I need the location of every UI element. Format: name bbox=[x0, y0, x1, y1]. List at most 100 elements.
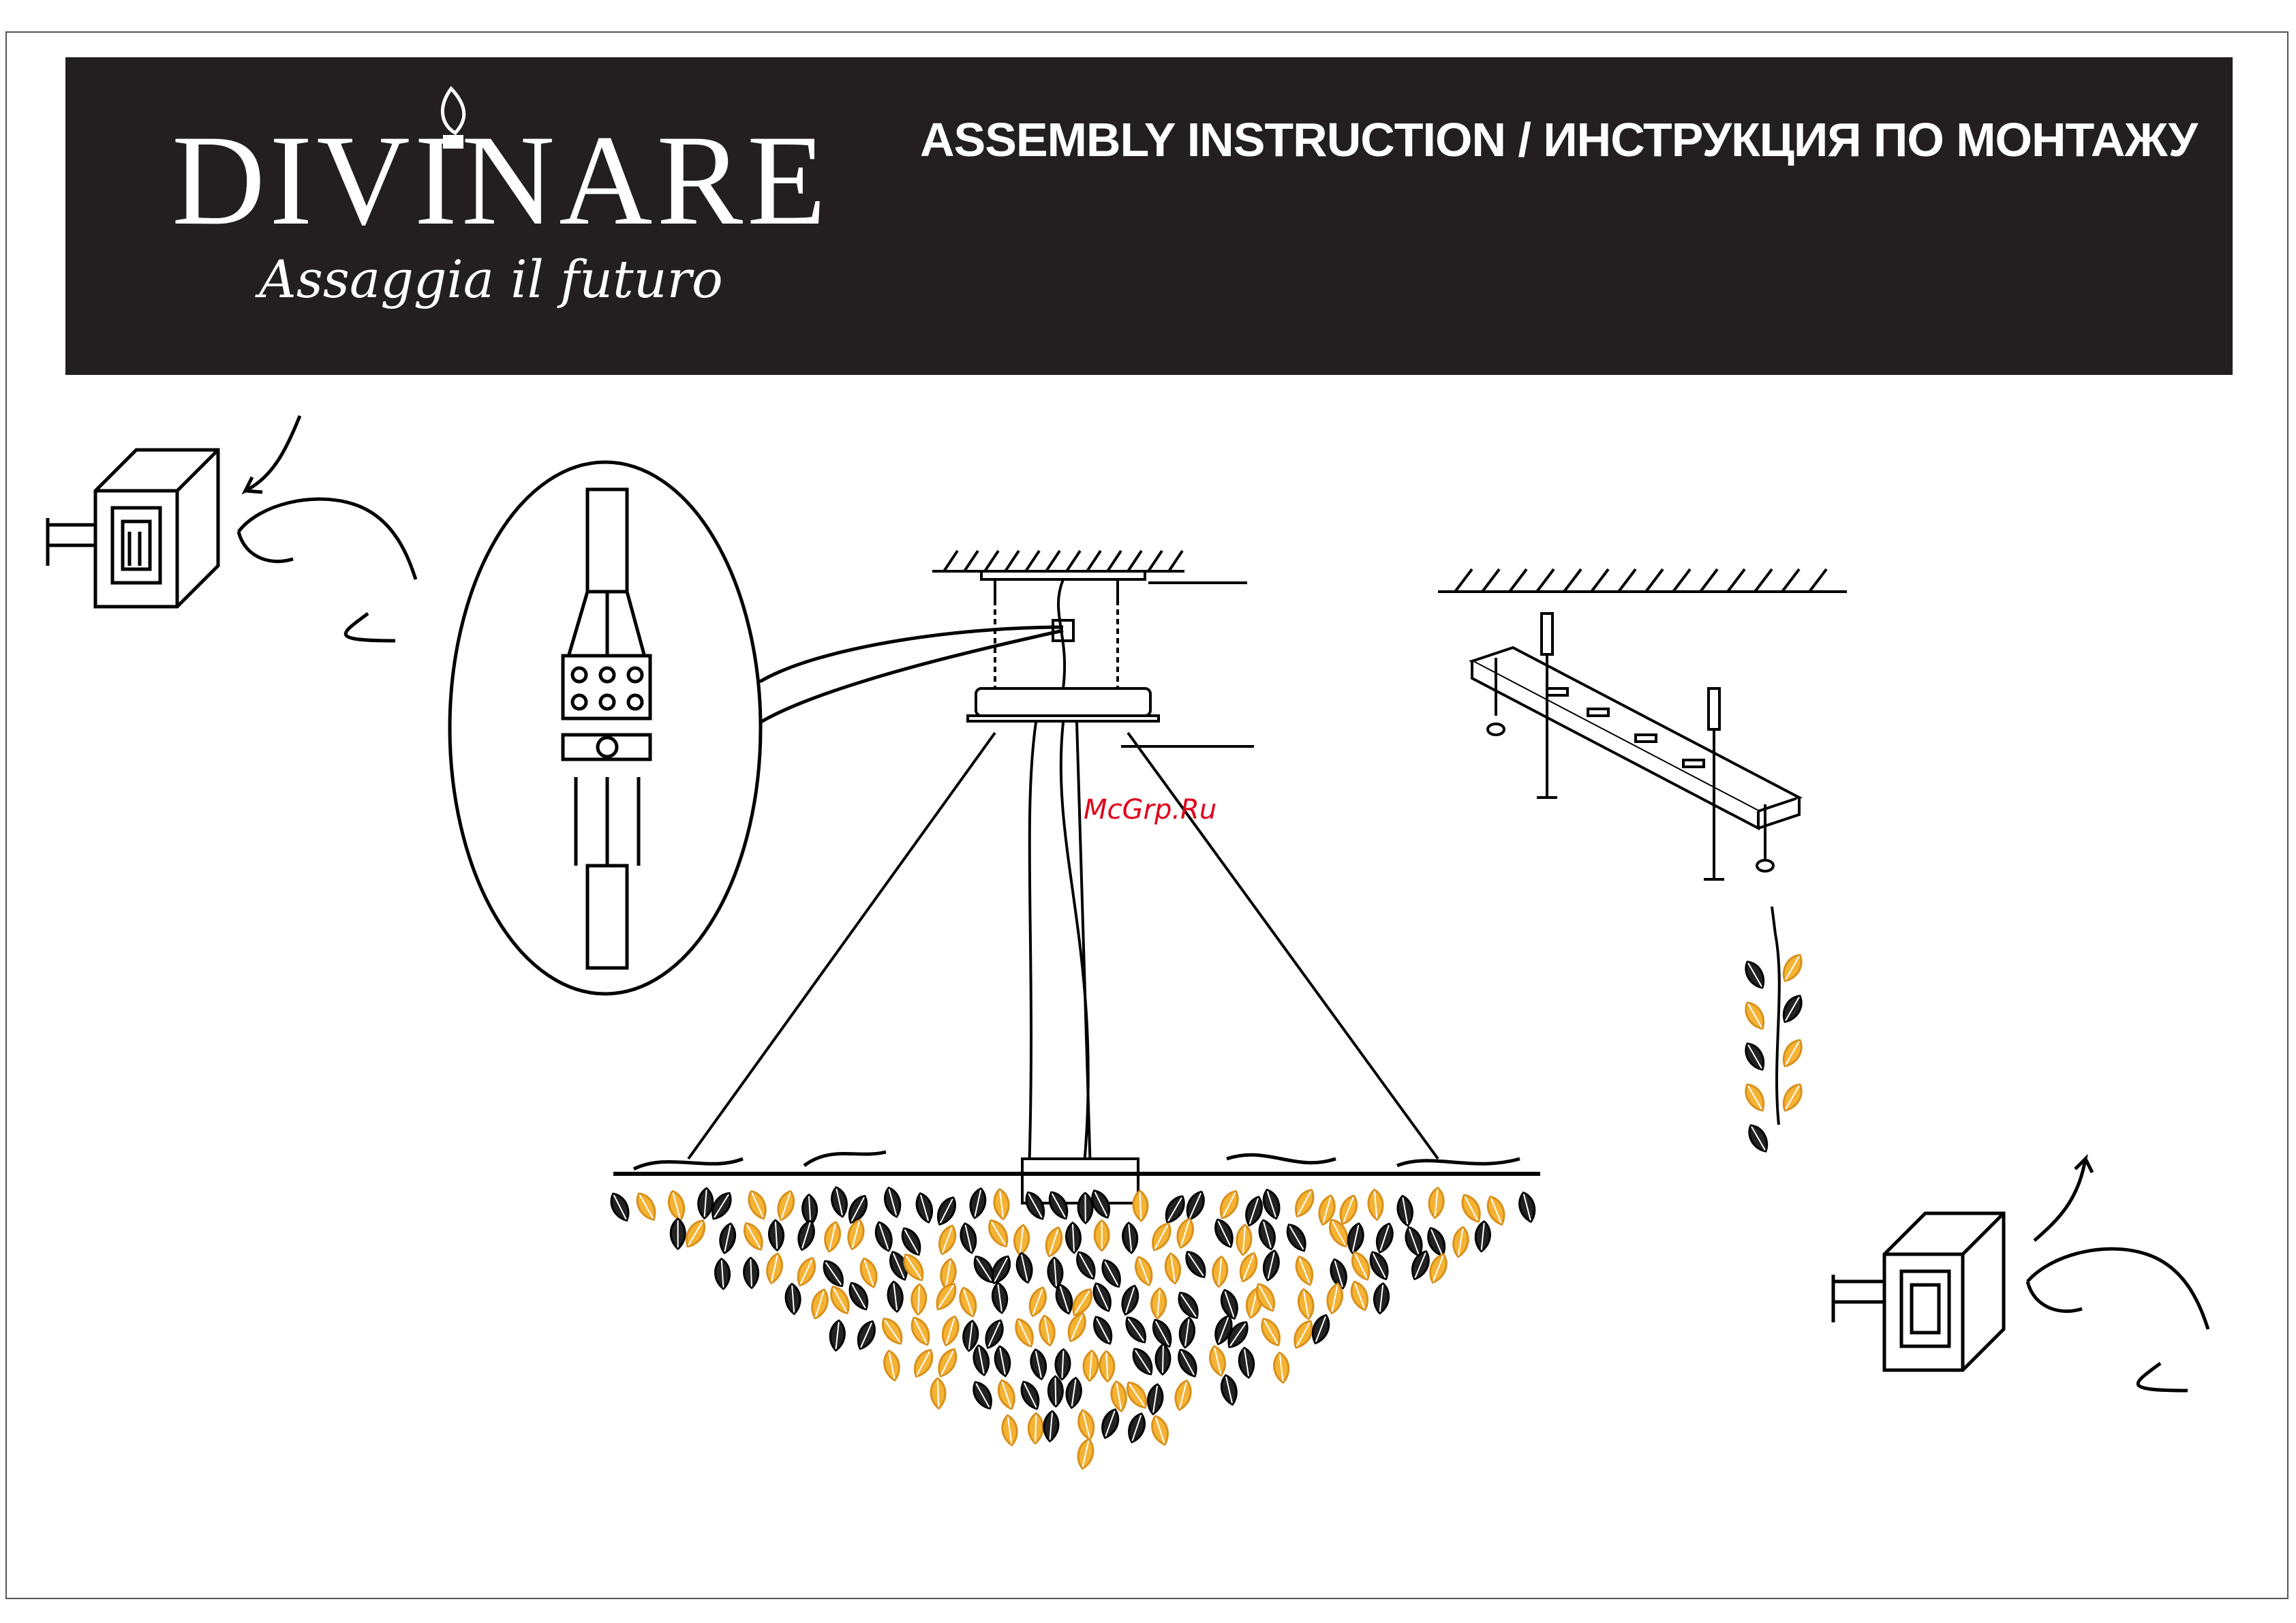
chandelier-leaf bbox=[1065, 1222, 1081, 1253]
chandelier-leaf bbox=[1458, 1192, 1484, 1225]
flame-logo-icon bbox=[442, 89, 463, 149]
chandelier-leaf bbox=[878, 1315, 906, 1348]
chandelier-leaf bbox=[1348, 1249, 1374, 1283]
chandelier-leaf bbox=[718, 1222, 738, 1254]
chandelier-leaf bbox=[1283, 1221, 1310, 1254]
chandelier-leaf bbox=[958, 1222, 979, 1255]
chandelier-leaf bbox=[1516, 1191, 1537, 1224]
pendant-leaf bbox=[1779, 1037, 1806, 1070]
chandelier-leaf bbox=[1474, 1221, 1491, 1252]
chandelier-leaf bbox=[1373, 1283, 1390, 1314]
chandelier-leaf bbox=[744, 1258, 759, 1288]
chandelier-leaf bbox=[1026, 1285, 1050, 1318]
chandelier-leaf bbox=[1236, 1251, 1261, 1284]
chandelier-leaf bbox=[857, 1256, 881, 1289]
chandelier-leaf bbox=[1426, 1252, 1450, 1285]
chandelier-leaf bbox=[1065, 1377, 1083, 1409]
chandelier-leaf bbox=[697, 1187, 714, 1218]
power-switch-off-icon bbox=[48, 416, 416, 641]
chandelier-leaf bbox=[1125, 1412, 1148, 1444]
chandelier-canopy bbox=[688, 571, 1438, 1203]
chandelier-leaf bbox=[829, 1320, 846, 1351]
chandelier-leaf bbox=[971, 1344, 991, 1376]
chandelier-leaf bbox=[1095, 1221, 1109, 1251]
mounting-bracket-icon bbox=[1472, 613, 1799, 879]
chandelier-leaf bbox=[933, 1194, 960, 1228]
chandelier-leaf bbox=[930, 1378, 946, 1409]
chandelier-leaf bbox=[1082, 1350, 1099, 1382]
chandelier-leaf bbox=[1148, 1414, 1172, 1446]
chandelier-leaf bbox=[1037, 1314, 1057, 1346]
chandelier-leaf bbox=[911, 1284, 927, 1315]
chandelier-leaf bbox=[808, 1288, 831, 1320]
chandelier-leaf bbox=[1396, 1195, 1415, 1227]
chandelier-leaf bbox=[936, 1224, 960, 1257]
chandelier-leaf bbox=[1207, 1345, 1227, 1378]
chandelier-leaf bbox=[1043, 1226, 1065, 1258]
chandelier-leaf bbox=[1129, 1345, 1157, 1378]
chandelier-leaf bbox=[1211, 1217, 1237, 1250]
leaf-pendant-icon bbox=[1741, 907, 1806, 1155]
chandelier-leaf bbox=[1048, 1376, 1063, 1406]
chandelier-leaf bbox=[795, 1219, 817, 1252]
pendant-leaf bbox=[1741, 958, 1769, 992]
chandelier-leaf bbox=[1099, 1351, 1115, 1382]
chandelier-leaf bbox=[992, 1188, 1010, 1219]
chandelier-leaf bbox=[1219, 1374, 1239, 1406]
chandelier-leaf bbox=[854, 1318, 879, 1352]
chandelier-leaf bbox=[1308, 1313, 1332, 1346]
chandelier-leaf bbox=[898, 1225, 925, 1258]
chandelier-leaf bbox=[1178, 1317, 1196, 1348]
pendant-leaf bbox=[1779, 992, 1806, 1026]
chandelier-leaf bbox=[1451, 1226, 1470, 1258]
chandelier-leaf bbox=[981, 1318, 1007, 1351]
chandelier-leaf bbox=[882, 1350, 902, 1382]
chandelier-leaf bbox=[1109, 1380, 1129, 1412]
chandelier-leaf bbox=[1099, 1407, 1122, 1440]
chandelier-leaf bbox=[1174, 1289, 1203, 1322]
chandelier-leaf bbox=[882, 1186, 904, 1219]
chandelier-leaf bbox=[1000, 1414, 1019, 1446]
chandelier-leaf bbox=[607, 1190, 633, 1224]
chandelier-leaf bbox=[1291, 1187, 1318, 1220]
chandelier-leaf bbox=[785, 1284, 801, 1314]
chandelier-leaf bbox=[1132, 1254, 1156, 1288]
chandelier-leaf bbox=[1118, 1284, 1142, 1316]
chandelier-leaf bbox=[913, 1192, 935, 1224]
chandelier-leaf bbox=[969, 1379, 996, 1412]
chandelier-leaf bbox=[666, 1189, 688, 1222]
chandelier-leaf bbox=[1366, 1249, 1393, 1282]
chandelier-leaf bbox=[819, 1257, 848, 1290]
pendant-leaf bbox=[1779, 1081, 1806, 1114]
chandelier-leaf bbox=[1064, 1311, 1089, 1344]
chandelier-leaf bbox=[829, 1186, 850, 1218]
chandelier-leaf bbox=[1043, 1410, 1060, 1442]
chandelier-leaf bbox=[1090, 1281, 1115, 1314]
chandelier-leaf bbox=[740, 1220, 767, 1254]
ceiling-hatch-right bbox=[1438, 569, 1847, 592]
terminal-block-detail-icon bbox=[450, 462, 1063, 994]
watermark-text: McGrp.Ru bbox=[1084, 796, 1216, 823]
chandelier-leaf bbox=[1292, 1254, 1317, 1288]
chandelier-leaf bbox=[1011, 1316, 1037, 1350]
chandelier-leaf bbox=[1296, 1288, 1315, 1320]
chandelier-leaf bbox=[1122, 1222, 1139, 1254]
chandelier-leaf bbox=[1028, 1348, 1048, 1380]
chandelier-leaf bbox=[745, 1188, 770, 1222]
chandelier-leaf bbox=[991, 1282, 1009, 1314]
chandelier-leaf bbox=[1148, 1220, 1174, 1254]
ceiling-hatch bbox=[932, 551, 1184, 571]
chandelier-leaf bbox=[1078, 1193, 1092, 1223]
chandelier-leaf bbox=[1428, 1187, 1445, 1219]
power-switch-on-icon bbox=[1833, 1159, 2208, 1391]
chandelier-leaf bbox=[1182, 1248, 1210, 1281]
chandelier-leaf bbox=[1236, 1224, 1252, 1255]
chandelier-leaf bbox=[957, 1286, 980, 1318]
pendant-leaf bbox=[1745, 1122, 1772, 1155]
chandelier-leaf bbox=[1484, 1194, 1508, 1228]
chandelier-leaf bbox=[1367, 1189, 1384, 1221]
chandelier-leaf bbox=[1373, 1222, 1396, 1254]
pendant-leaf bbox=[1741, 1040, 1769, 1074]
chandelier-leaf bbox=[1014, 1252, 1035, 1284]
chandelier-leaf bbox=[1345, 1222, 1366, 1254]
